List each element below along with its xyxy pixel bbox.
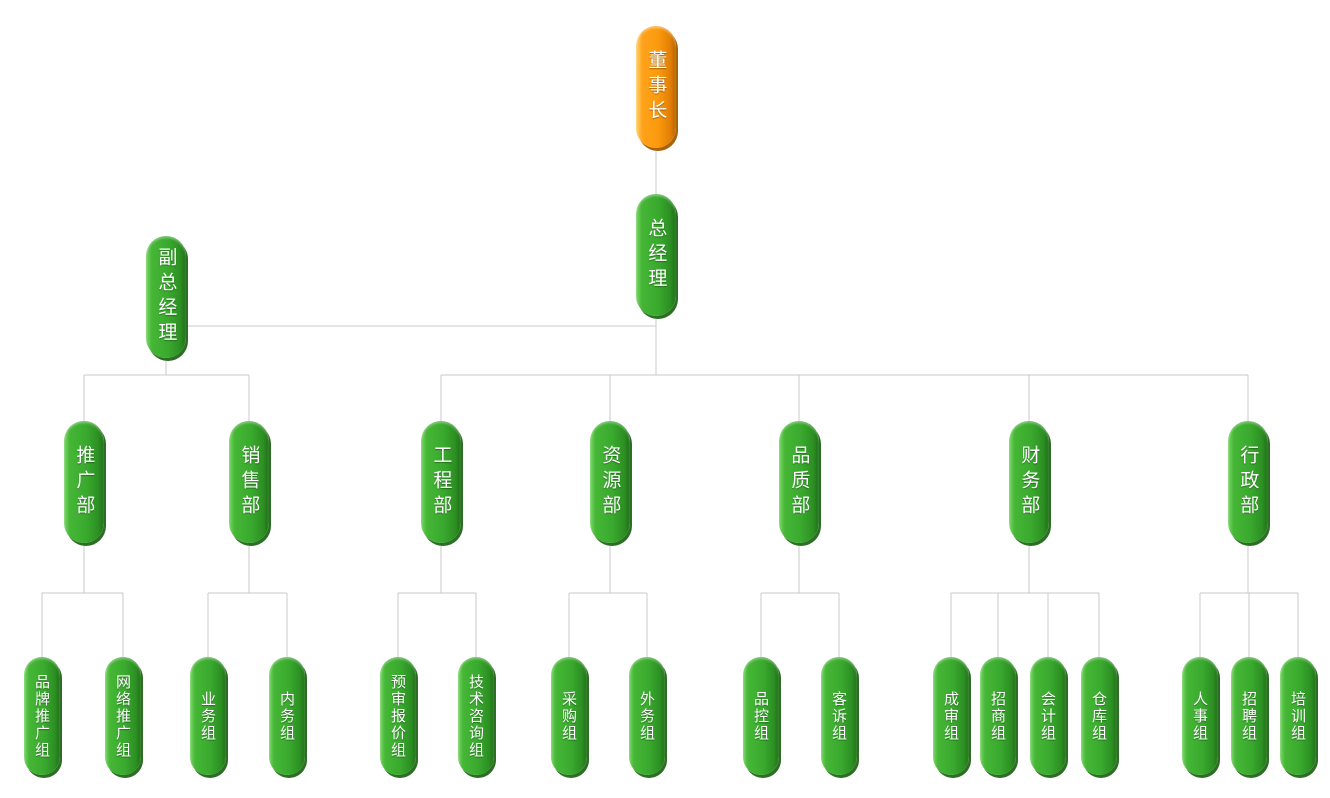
- org-node-internal: 内务组: [269, 657, 305, 775]
- org-node-label: 资源部: [599, 444, 622, 520]
- org-node-label: 招商组: [989, 690, 1007, 742]
- org-node-warehouse: 仓库组: [1081, 657, 1117, 775]
- org-node-label: 内务组: [278, 690, 296, 742]
- org-node-label: 总经理: [645, 217, 668, 293]
- org-node-label: 外务组: [638, 690, 656, 742]
- org-node-recruiting: 招聘组: [1231, 657, 1267, 775]
- org-node-label: 技术咨询组: [467, 673, 485, 759]
- org-node-label: 副总经理: [155, 247, 178, 347]
- org-node-sales: 销售部: [229, 421, 269, 543]
- org-node-label: 业务组: [199, 690, 217, 742]
- org-node-finance: 财务部: [1009, 421, 1049, 543]
- org-node-label: 工程部: [430, 444, 453, 520]
- org-node-label: 人事组: [1191, 690, 1209, 742]
- org-node-cost-review: 成审组: [933, 657, 969, 775]
- org-node-investment: 招商组: [980, 657, 1016, 775]
- org-node-label: 招聘组: [1240, 690, 1258, 742]
- org-node-label: 预审报价组: [389, 673, 407, 759]
- org-node-label: 培训组: [1289, 690, 1307, 742]
- org-node-label: 推广部: [73, 444, 96, 520]
- org-node-brand-promo: 品牌推广组: [24, 657, 60, 775]
- org-node-label: 品控组: [752, 690, 770, 742]
- org-node-label: 品质部: [788, 444, 811, 520]
- org-node-training: 培训组: [1280, 657, 1316, 775]
- org-node-admin: 行政部: [1228, 421, 1268, 543]
- org-node-quote-review: 预审报价组: [380, 657, 416, 775]
- org-node-label: 客诉组: [830, 690, 848, 742]
- org-node-deputy-gm: 副总经理: [146, 236, 186, 358]
- org-node-resources: 资源部: [590, 421, 630, 543]
- org-node-gm: 总经理: [636, 194, 676, 316]
- org-node-label: 品牌推广组: [33, 673, 51, 759]
- org-node-label: 董事长: [645, 49, 668, 125]
- org-node-complaints: 客诉组: [821, 657, 857, 775]
- org-node-label: 会计组: [1039, 690, 1057, 742]
- org-node-accounting: 会计组: [1030, 657, 1066, 775]
- org-node-label: 销售部: [238, 444, 261, 520]
- org-node-label: 仓库组: [1090, 690, 1108, 742]
- org-node-label: 成审组: [942, 690, 960, 742]
- org-node-label: 财务部: [1018, 444, 1041, 520]
- org-node-external: 外务组: [629, 657, 665, 775]
- org-node-label: 采购组: [560, 690, 578, 742]
- org-node-business: 业务组: [190, 657, 226, 775]
- org-node-web-promo: 网络推广组: [105, 657, 141, 775]
- org-node-hr: 人事组: [1182, 657, 1218, 775]
- org-node-label: 网络推广组: [114, 673, 132, 759]
- org-node-chairman: 董事长: [636, 26, 676, 148]
- org-node-quality-control: 品控组: [743, 657, 779, 775]
- org-node-engineering: 工程部: [421, 421, 461, 543]
- org-node-label: 行政部: [1237, 444, 1260, 520]
- org-node-quality: 品质部: [779, 421, 819, 543]
- org-node-purchasing: 采购组: [551, 657, 587, 775]
- org-node-promotion: 推广部: [64, 421, 104, 543]
- org-node-tech-consult: 技术咨询组: [458, 657, 494, 775]
